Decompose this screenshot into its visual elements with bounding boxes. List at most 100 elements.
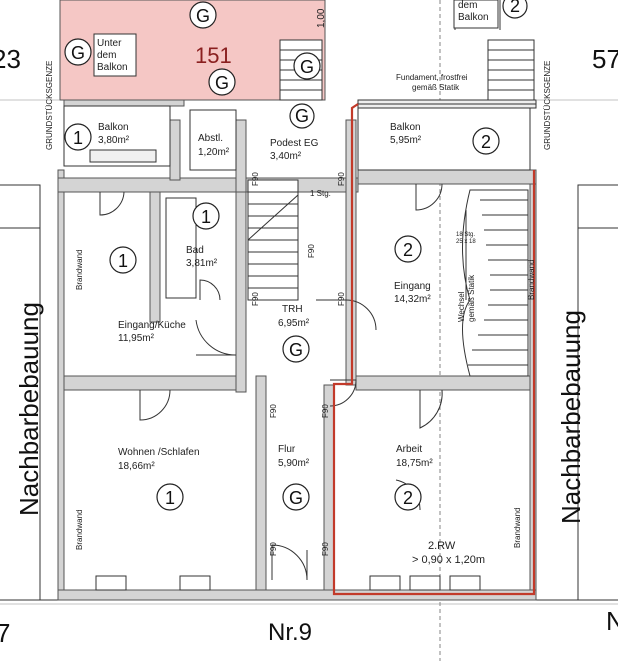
room-podest-area: 3,40m² [270,151,302,162]
right-stair [462,189,529,377]
unit-marker-g-annex-left: G [64,38,92,66]
house-number: Nr.9 [268,619,312,646]
unit-marker-2-top: 2 [502,0,528,19]
svg-text:1: 1 [165,488,175,508]
unit-marker-1-balcony: 1 [64,123,92,151]
unit-marker-g-annex-center: G [208,68,236,96]
stairs-note-2: 25 x 18 [456,239,476,245]
unter-balkon-right-1: dem [458,0,477,11]
brandwand-label-2: Brandwand [75,510,84,550]
room-wohnen-area: 18,66m² [118,461,155,472]
unter-balkon-left-3: Balkon [97,62,128,73]
room-trh-name: TRH [282,304,303,315]
abstl-box [189,109,237,171]
left-edge-number: 23 [0,44,21,74]
unit-boundary [332,103,536,596]
unit-marker-1-wohnen: 1 [156,483,184,511]
svg-text:2: 2 [481,132,491,152]
svg-text:2: 2 [403,240,413,260]
room-balkon-right-area: 5,95m² [390,135,422,146]
unter-balkon-left-1: Unter [97,38,122,49]
boundary-left-label: GRUNDSTÜCKSGENZE [45,61,54,150]
room-bad-name: Bad [186,245,204,256]
unter-balkon-left-2: dem [97,50,116,61]
brandwand-label-4: Brandwand [513,508,522,548]
f90-label-5: F90 [337,292,346,306]
room-abstl-area: 1,20m² [198,147,230,158]
balcony-left-railing [89,149,157,163]
svg-text:G: G [196,6,210,26]
f90-label-3: F90 [307,244,316,258]
f90-label-7: F90 [321,404,330,418]
room-arbeit-area: 18,75m² [396,458,433,469]
bath-shower [165,197,197,299]
room-trh-area: 6,95m² [278,318,310,329]
fundament-note-2: gemäß Statik [412,83,460,92]
wechsel-note-2: gemäß Statik [467,274,476,322]
right-upper-stair-treads [488,49,534,91]
bottom-right-edge: N [606,606,618,636]
unit-marker-g-flur: G [282,483,310,511]
room-bad-area: 3,81m² [186,258,218,269]
f90-label-2: F90 [337,172,346,186]
svg-text:G: G [289,488,303,508]
escape-title: 2.RW [428,540,456,552]
unit-marker-1-kueche: 1 [109,246,137,274]
f90-label-9: F90 [321,542,330,556]
brandwand-label-1: Brandwand [75,250,84,290]
unit-marker-g-annex-stair: G [293,52,321,80]
svg-text:1: 1 [201,207,211,227]
unit-marker-g-top: G [189,1,217,29]
unter-balkon-right-2: Balkon [458,12,489,23]
room-balkon-left-area: 3,80m² [98,135,130,146]
svg-text:G: G [300,57,314,77]
svg-text:2: 2 [403,488,413,508]
svg-text:1: 1 [118,251,128,271]
svg-text:G: G [71,43,85,63]
unit-marker-2-arbeit: 2 [394,483,422,511]
room-arbeit-name: Arbeit [396,444,422,455]
escape-size: > 0,90 x 1,20m [412,554,485,566]
wechsel-note-1: Wechsel [457,291,466,322]
svg-text:G: G [289,340,303,360]
room-eingang-kueche-area: 11,95m² [118,333,155,344]
windows [95,575,481,591]
neighbor-left-label: Nachbarbebauung [14,302,44,516]
bottom-left-edge: 7 [0,618,10,648]
svg-text:G: G [295,106,309,126]
room-eingang-area: 14,32m² [394,294,431,305]
room-flur-name: Flur [278,444,296,455]
boundary-right-label: GRUNDSTÜCKSGENZE [543,61,552,150]
lot-number: 151 [195,43,232,68]
unit-marker-g-podest: G [289,103,315,129]
room-flur-area: 5,90m² [278,458,310,469]
svg-text:G: G [215,73,229,93]
unit-marker-1-bad: 1 [192,202,220,230]
ground-hatch [0,99,618,605]
stg-note: 1 Stg. [310,189,331,198]
fundament-note-1: Fundament, frostfrei [396,73,468,82]
f90-label-4: F90 [251,292,260,306]
room-abstl-name: Abstl. [198,133,223,144]
elevation-label: 1,00 [316,8,327,28]
unit-marker-2-balcony: 2 [472,127,500,155]
unit-marker-g-trh: G [282,335,310,363]
unit-marker-2-eingang: 2 [394,235,422,263]
stairs-note-1: 18 Stg. [456,232,475,238]
f90-label-6: F90 [269,404,278,418]
balcony-right [357,107,531,171]
right-annex-box [453,0,499,29]
annex-box [93,33,137,77]
svg-text:2: 2 [510,0,520,16]
room-balkon-left-name: Balkon [98,122,129,133]
trh-stair-treads [247,191,299,289]
room-podest-name: Podest EG [270,138,319,149]
f90-label-1: F90 [251,172,260,186]
f90-label-8: F90 [269,542,278,556]
room-wohnen-name: Wohnen /Schlafen [118,447,200,458]
svg-text:1: 1 [73,128,83,148]
room-balkon-right-name: Balkon [390,122,421,133]
neighbor-right-label: Nachbarbebauung [556,310,586,524]
